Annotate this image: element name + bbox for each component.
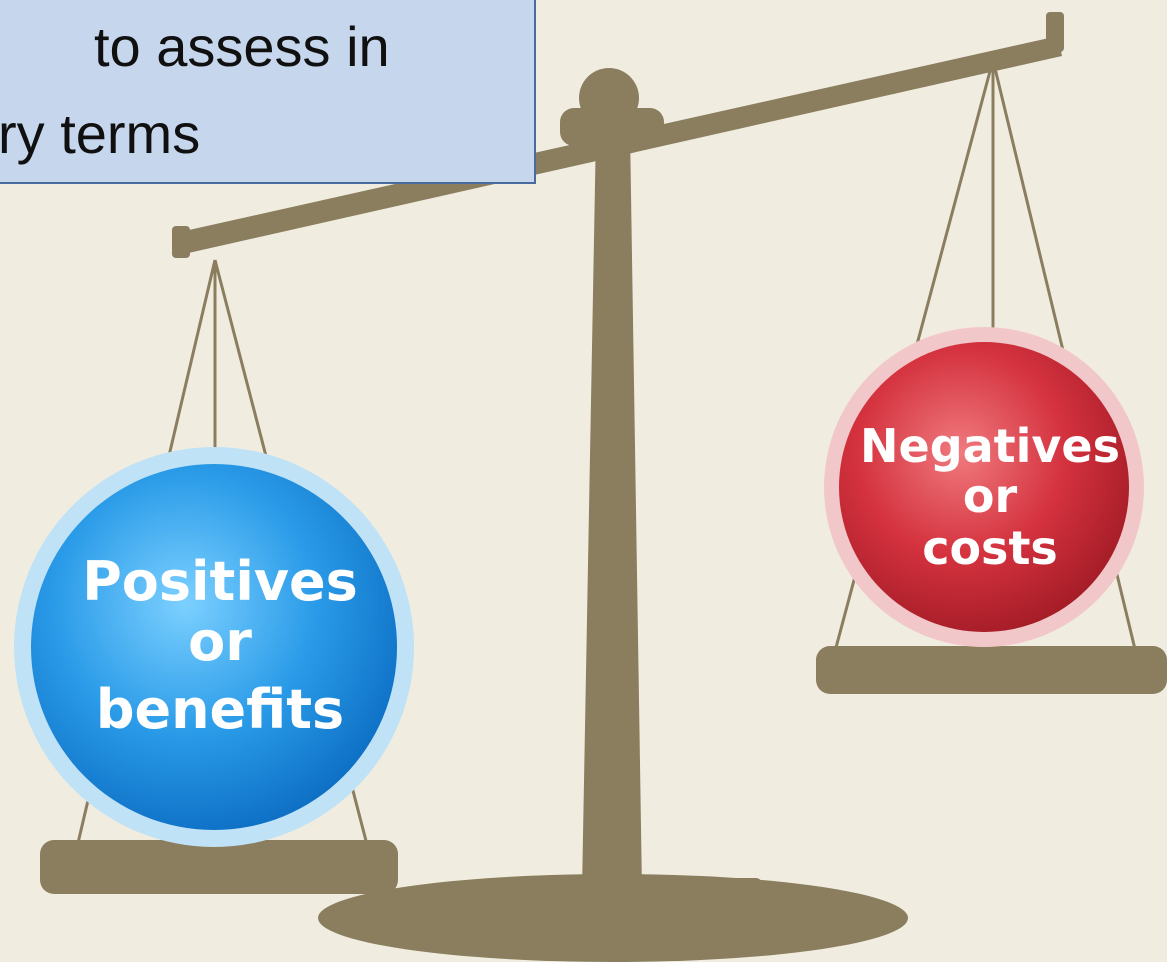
callout-box: to assess in ry terms [0, 0, 536, 184]
positives-ball-line-2: or [188, 610, 252, 673]
positives-ball-line-3: benefits [96, 678, 344, 741]
callout-line-2: ry terms [0, 102, 201, 165]
negatives-ball-line-3: costs [922, 521, 1058, 575]
negatives-ball-line-2: or [963, 469, 1018, 523]
callout-line-1: to assess in [94, 15, 390, 78]
scale-pivot-knob [579, 68, 639, 128]
negatives-ball: Negatives or costs [824, 327, 1144, 647]
right-pan-tray [816, 646, 1167, 694]
negatives-ball-line-1: Negatives [860, 419, 1120, 473]
beam-left-hook [172, 226, 190, 258]
positives-ball: Positives or benefits [14, 447, 414, 847]
scale-beam [180, 36, 1062, 254]
left-pan-tray [40, 840, 398, 894]
scale-pillar [582, 130, 642, 890]
beam-right-hook [1046, 12, 1064, 52]
positives-ball-line-1: Positives [82, 550, 358, 613]
